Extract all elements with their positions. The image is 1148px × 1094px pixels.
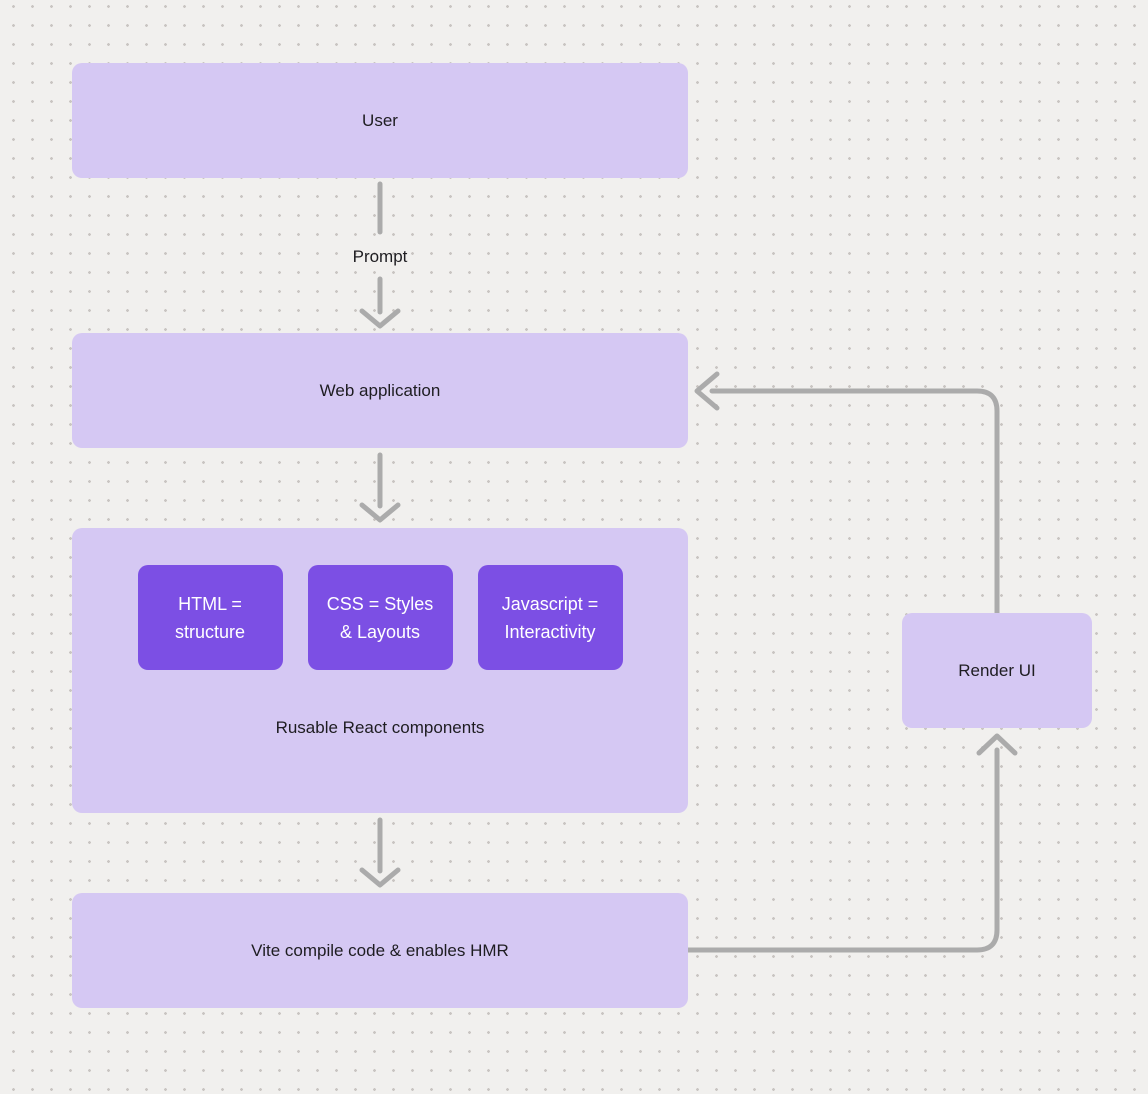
node-html-label: HTML = structure bbox=[174, 593, 246, 642]
node-web-application-label: Web application bbox=[319, 380, 441, 400]
node-html: HTML = structure bbox=[137, 565, 283, 670]
arrow-components-to-vite bbox=[359, 817, 401, 888]
node-components-group: HTML = structure CSS = Styles & Layouts … bbox=[72, 528, 688, 813]
node-user: User bbox=[72, 63, 688, 178]
components-caption: Rusable React components bbox=[275, 718, 485, 737]
node-web-application: Web application bbox=[72, 333, 688, 448]
node-javascript: Javascript = Interactivity bbox=[477, 565, 623, 670]
arrow-vite-to-render-ui bbox=[685, 733, 1018, 953]
node-vite-label: Vite compile code & enables HMR bbox=[251, 940, 509, 960]
node-vite: Vite compile code & enables HMR bbox=[72, 893, 688, 1008]
node-css-label: CSS = Styles & Layouts bbox=[326, 593, 434, 642]
node-render-ui-label: Render UI bbox=[958, 660, 1036, 680]
edge-label-prompt: Prompt bbox=[352, 247, 408, 266]
node-css: CSS = Styles & Layouts bbox=[307, 565, 453, 670]
arrow-render-ui-to-web-application bbox=[694, 371, 1000, 616]
components-row: HTML = structure CSS = Styles & Layouts … bbox=[72, 565, 688, 670]
node-user-label: User bbox=[362, 110, 398, 130]
node-render-ui: Render UI bbox=[902, 613, 1092, 728]
arrow-web-application-to-components bbox=[359, 452, 401, 523]
node-javascript-label: Javascript = Interactivity bbox=[501, 593, 599, 642]
